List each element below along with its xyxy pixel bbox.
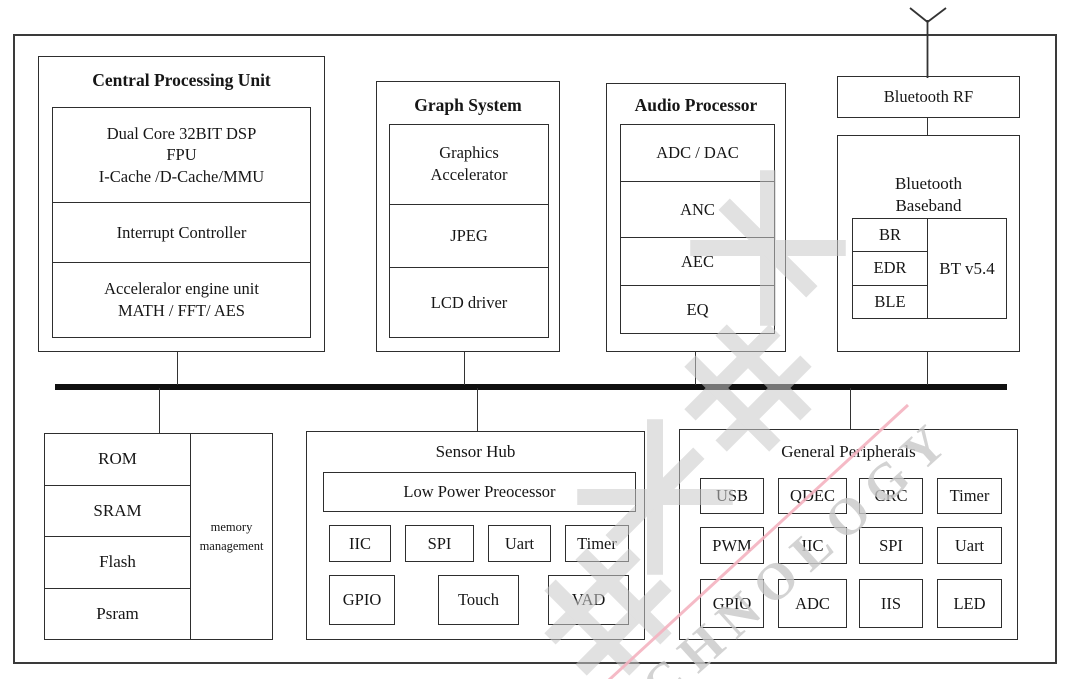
audio-bus-connector: [695, 351, 696, 385]
graph-inner-stack: Graphics Accelerator JPEG LCD driver: [389, 124, 549, 338]
peripheral-pwm-box: PWM: [700, 527, 764, 564]
bluetooth-baseband-block: Bluetooth Baseband BR EDR BLE BT v5.4: [837, 135, 1020, 352]
audio-cell-adc-dac: ADC / DAC: [656, 142, 739, 162]
peripheral-timer-box: Timer: [937, 478, 1002, 514]
sensorhub-touch-box: Touch: [438, 575, 519, 625]
sensorhub-iic-box: IIC: [329, 525, 391, 562]
audio-cell-aec: AEC: [621, 237, 774, 285]
audio-cell-eq: EQ: [621, 285, 774, 333]
cpu-cell-interrupt: Interrupt Controller: [53, 202, 310, 262]
peripheral-spi-box: SPI: [859, 527, 923, 564]
bluetooth-version-cell: BT v5.4: [939, 258, 995, 278]
memory-cell-flash: Flash: [45, 536, 190, 588]
sensor-hub-block: Sensor Hub Low Power Preocessor IIC SPI …: [306, 431, 645, 640]
bus-memory-connector: [159, 388, 160, 433]
memory-block: ROM SRAM Flash Psram memory management: [44, 433, 273, 640]
peripheral-qdec-box: QDEC: [778, 478, 847, 514]
peripheral-uart-box: Uart: [937, 527, 1002, 564]
audio-processor-title: Audio Processor: [634, 95, 758, 115]
bluetooth-mode-edr: EDR: [853, 251, 927, 284]
audio-processor-block: Audio Processor ADC / DAC ANC AEC EQ: [606, 83, 786, 352]
sensorhub-uart-box: Uart: [488, 525, 551, 562]
peripheral-led-box: LED: [937, 579, 1002, 628]
sensor-hub-title: Sensor Hub: [435, 442, 516, 461]
graph-bus-connector: [464, 352, 465, 385]
sensorhub-gpio-box: GPIO: [329, 575, 395, 625]
chip-outline: [13, 34, 1057, 664]
cpu-title: Central Processing Unit: [92, 70, 271, 90]
cpu-inner-stack: Dual Core 32BIT DSP FPU I-Cache /D-Cache…: [52, 107, 311, 338]
bluetooth-mode-table: BR EDR BLE BT v5.4: [852, 218, 1007, 319]
sensorhub-timer-box: Timer: [565, 525, 629, 562]
cpu-cell-dsp: Dual Core 32BIT DSP FPU I-Cache /D-Cache…: [98, 123, 265, 187]
peripheral-iis-box: IIS: [859, 579, 923, 628]
antenna-icon: [909, 7, 947, 78]
sensorhub-spi-box: SPI: [405, 525, 474, 562]
audio-cell-anc: ANC: [621, 180, 774, 238]
audio-inner-stack: ADC / DAC ANC AEC EQ: [620, 124, 775, 334]
cpu-block: Central Processing Unit Dual Core 32BIT …: [38, 56, 325, 352]
memory-cell-rom: ROM: [98, 449, 137, 469]
graph-system-block: Graph System Graphics Accelerator JPEG L…: [376, 81, 560, 352]
peripheral-gpio-box: GPIO: [700, 579, 764, 628]
general-peripherals-block: General Peripherals USB QDEC CRC Timer P…: [679, 429, 1018, 640]
memory-cell-psram: Psram: [45, 587, 190, 640]
bluetooth-bus-connector: [927, 352, 928, 385]
memory-cell-sram: SRAM: [45, 484, 190, 537]
memory-cell-stack: ROM SRAM Flash Psram: [45, 434, 190, 639]
peripheral-usb-box: USB: [700, 478, 764, 514]
rf-baseband-connector: [927, 118, 928, 135]
peripheral-crc-box: CRC: [859, 478, 923, 514]
graph-cell-jpeg: JPEG: [390, 203, 548, 268]
general-peripherals-title: General Peripherals: [781, 442, 916, 461]
graph-system-title: Graph System: [414, 95, 522, 115]
bluetooth-mode-ble: BLE: [853, 284, 927, 318]
cpu-bus-connector: [177, 352, 178, 385]
peripheral-adc-box: ADC: [778, 579, 847, 628]
bluetooth-mode-column: BR EDR BLE: [853, 219, 928, 318]
graph-cell-lcd-driver: LCD driver: [390, 267, 548, 337]
low-power-preprocessor-box: Low Power Preocessor: [323, 472, 636, 512]
peripheral-iic-box: IIC: [778, 527, 847, 564]
bluetooth-rf-box: Bluetooth RF: [837, 76, 1020, 118]
bus-sensorhub-connector: [477, 388, 478, 431]
memory-management-cell: memory management: [190, 434, 272, 639]
cpu-cell-accelerator: Acceleralor engine unit MATH / FFT/ AES: [53, 262, 310, 337]
sensorhub-vad-box: VAD: [548, 575, 629, 625]
bluetooth-baseband-title: Bluetooth Baseband: [894, 174, 963, 216]
bus-peripherals-connector: [850, 388, 851, 429]
bluetooth-mode-br: BR: [878, 225, 901, 245]
graph-cell-accelerator: Graphics Accelerator: [430, 143, 508, 185]
system-bus: [55, 384, 1007, 390]
